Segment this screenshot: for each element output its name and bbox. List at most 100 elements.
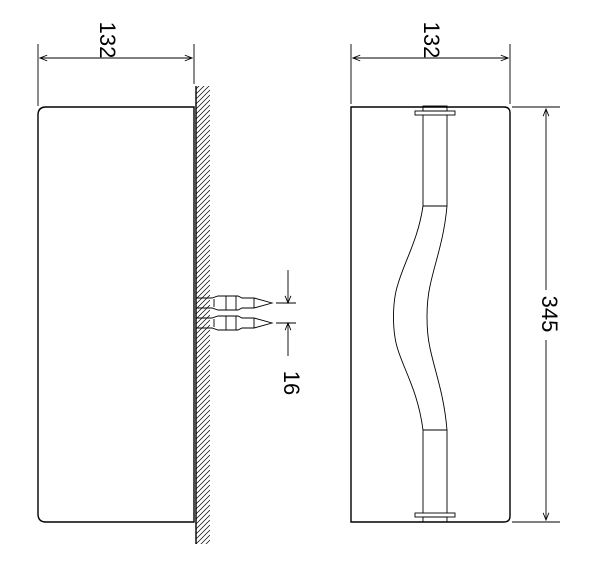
hatch-line bbox=[196, 224, 210, 240]
hatch-line bbox=[196, 454, 210, 470]
hatch-line bbox=[196, 174, 210, 190]
hatch-line bbox=[196, 399, 210, 415]
hatch-line bbox=[196, 94, 210, 110]
hatch-line bbox=[196, 89, 210, 105]
wall-anchor-upper bbox=[196, 295, 274, 311]
wall-anchor-lower bbox=[196, 315, 274, 331]
hatch-line bbox=[196, 514, 210, 530]
hatch-line bbox=[196, 244, 210, 260]
anchor-spacing-label: 16 bbox=[279, 371, 304, 395]
hatch-line bbox=[196, 70, 210, 84]
hatch-line bbox=[196, 109, 210, 125]
hatch-line bbox=[196, 99, 210, 115]
hatch-line bbox=[196, 119, 210, 135]
hatch-line bbox=[205, 539, 210, 544]
bottom-clip bbox=[414, 512, 456, 523]
hatch-line bbox=[196, 464, 210, 480]
hatch-line bbox=[196, 529, 210, 544]
hatch-line bbox=[196, 384, 210, 400]
hatch-line bbox=[196, 389, 210, 405]
hatch-line bbox=[196, 444, 210, 460]
hatch-line bbox=[196, 499, 210, 515]
hatch-line bbox=[196, 104, 210, 120]
hatch-line bbox=[196, 374, 210, 390]
hatch-line bbox=[196, 334, 210, 350]
hatch-line bbox=[196, 550, 210, 564]
hatch-line bbox=[196, 229, 210, 245]
hatch-line bbox=[196, 369, 210, 385]
front-view: 132 345 bbox=[350, 22, 562, 523]
hatch-line bbox=[196, 86, 210, 100]
hatch-line bbox=[196, 309, 210, 325]
hatch-line bbox=[196, 504, 210, 520]
hatch-line bbox=[196, 254, 210, 270]
hatch-line bbox=[196, 269, 210, 285]
wall-anchors bbox=[196, 295, 274, 331]
hatch-line bbox=[196, 494, 210, 510]
hatch-line bbox=[196, 424, 210, 440]
hatch-line bbox=[196, 279, 210, 295]
hatch-line bbox=[196, 144, 210, 160]
hatch-line bbox=[196, 249, 210, 265]
hatch-line bbox=[196, 184, 210, 200]
front-height-label: 345 bbox=[537, 296, 562, 333]
hatch-line bbox=[196, 414, 210, 430]
wall-hatching bbox=[196, 70, 210, 569]
hatch-line bbox=[196, 289, 210, 305]
hatch-line bbox=[196, 545, 210, 559]
hatch-line bbox=[196, 489, 210, 505]
hatch-line bbox=[196, 86, 200, 90]
hatch-line bbox=[196, 214, 210, 230]
hatch-line bbox=[196, 429, 210, 445]
front-view-body bbox=[350, 106, 511, 523]
hatch-line bbox=[196, 129, 210, 145]
hatch-line bbox=[196, 169, 210, 185]
hatch-line bbox=[196, 354, 210, 370]
dispensing-slot bbox=[393, 115, 448, 513]
hatch-line bbox=[196, 234, 210, 250]
hatch-line bbox=[196, 164, 210, 180]
hatch-line bbox=[196, 439, 210, 455]
hatch-line bbox=[196, 364, 210, 380]
hatch-line bbox=[196, 149, 210, 165]
hatch-line bbox=[196, 404, 210, 420]
hatch-line bbox=[196, 324, 210, 340]
side-view: 132 bbox=[37, 22, 304, 569]
hatch-line bbox=[196, 299, 210, 315]
side-view-body bbox=[37, 106, 195, 523]
hatch-line bbox=[196, 339, 210, 355]
hatch-line bbox=[196, 509, 210, 525]
hatch-line bbox=[196, 139, 210, 155]
hatch-line bbox=[196, 379, 210, 395]
anchor-spacing-dimension bbox=[276, 270, 296, 356]
hatch-line bbox=[196, 284, 210, 300]
hatch-line bbox=[196, 194, 210, 210]
side-width-label: 132 bbox=[95, 22, 120, 59]
hatch-line bbox=[196, 349, 210, 365]
hatch-line bbox=[196, 189, 210, 205]
hatch-line bbox=[196, 469, 210, 485]
hatch-line bbox=[196, 179, 210, 195]
hatch-line bbox=[196, 304, 210, 320]
hatch-line bbox=[196, 154, 210, 170]
hatch-line bbox=[196, 209, 210, 225]
hatch-line bbox=[196, 219, 210, 235]
hatch-line bbox=[196, 86, 205, 95]
front-width-label: 132 bbox=[419, 22, 444, 59]
hatch-line bbox=[196, 124, 210, 140]
hatch-line bbox=[196, 555, 210, 569]
hatch-line bbox=[196, 274, 210, 290]
hatch-line bbox=[196, 114, 210, 130]
hatch-line bbox=[196, 329, 210, 345]
hatch-line bbox=[196, 259, 210, 275]
hatch-line bbox=[196, 409, 210, 425]
hatch-line bbox=[196, 484, 210, 500]
hatch-line bbox=[196, 319, 210, 335]
hatch-line bbox=[196, 434, 210, 450]
hatch-line bbox=[196, 474, 210, 490]
hatch-line bbox=[196, 344, 210, 360]
hatch-line bbox=[196, 199, 210, 215]
hatch-line bbox=[196, 394, 210, 410]
hatch-line bbox=[196, 204, 210, 220]
